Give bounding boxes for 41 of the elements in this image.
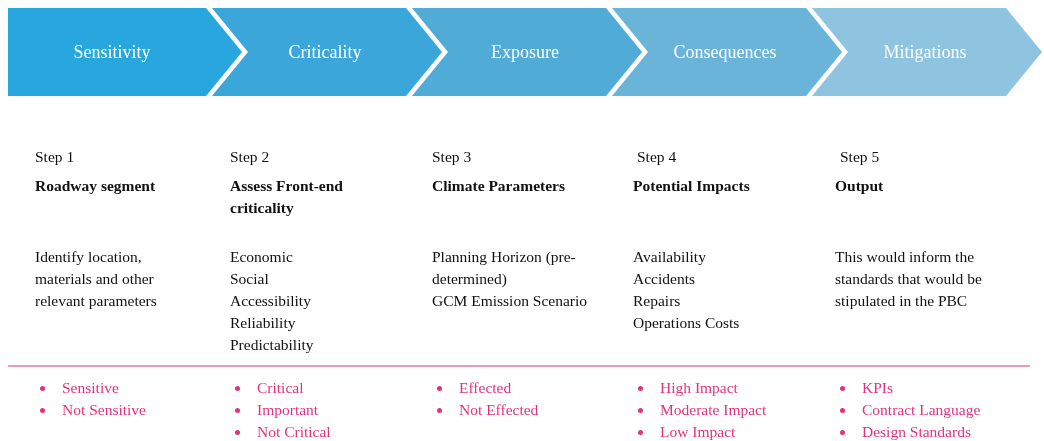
rating-item: High Impact	[660, 378, 738, 398]
step-heading: Roadway segment	[35, 176, 157, 196]
rating-item: Not Critical	[257, 422, 331, 441]
step-title: Sensitivity	[73, 41, 151, 63]
rating-item: KPIs	[862, 378, 893, 398]
list-item: Accidents	[633, 269, 696, 289]
list-item: Social	[230, 269, 270, 289]
rating-item: Low Impact	[660, 422, 736, 441]
list-item: Accessibility	[230, 291, 312, 311]
list-item: GCM Emission Scenario	[432, 291, 588, 311]
step-number: Step 5	[840, 147, 880, 167]
rating-item: Moderate Impact	[660, 400, 767, 420]
step-title: Mitigations	[883, 41, 967, 63]
rating-item: Design Standards	[862, 422, 971, 441]
step-heading: Climate Parameters	[432, 176, 566, 196]
step-heading: Output	[835, 176, 885, 196]
list-item: Predictability	[230, 335, 315, 355]
list-item: Availability	[633, 247, 707, 267]
rating-item: Not Sensitive	[62, 400, 146, 420]
rating-item: Effected	[459, 378, 512, 398]
list-item: Reliability	[230, 313, 297, 333]
list-item: Planning Horizon (pre-determined)	[432, 247, 577, 289]
step-number: Step 3	[432, 147, 472, 167]
rating-item: Sensitive	[62, 378, 119, 398]
step-title: Criticality	[288, 41, 362, 63]
step-number: Step 2	[230, 147, 270, 167]
step-heading: Assess Front-end criticality	[230, 176, 344, 218]
step-number: Step 4	[637, 147, 677, 167]
list-item: Economic	[230, 247, 294, 267]
list-item: Repairs	[633, 291, 682, 311]
list-item: Operations Costs	[633, 313, 741, 333]
rating-item: Important	[257, 400, 319, 420]
step-description: This would inform the standards that would be stipulated in the PBC	[835, 247, 983, 311]
step-title: Consequences	[673, 41, 777, 63]
step-description: Identify location, materials and other relevant parameters	[35, 247, 158, 311]
rating-item: Contract Language	[862, 400, 981, 420]
step-title: Exposure	[491, 41, 559, 63]
rating-item: Not Effected	[459, 400, 539, 420]
step-number: Step 1	[35, 147, 75, 167]
rating-item: Critical	[257, 378, 304, 398]
step-heading: Potential Impacts	[633, 176, 751, 196]
